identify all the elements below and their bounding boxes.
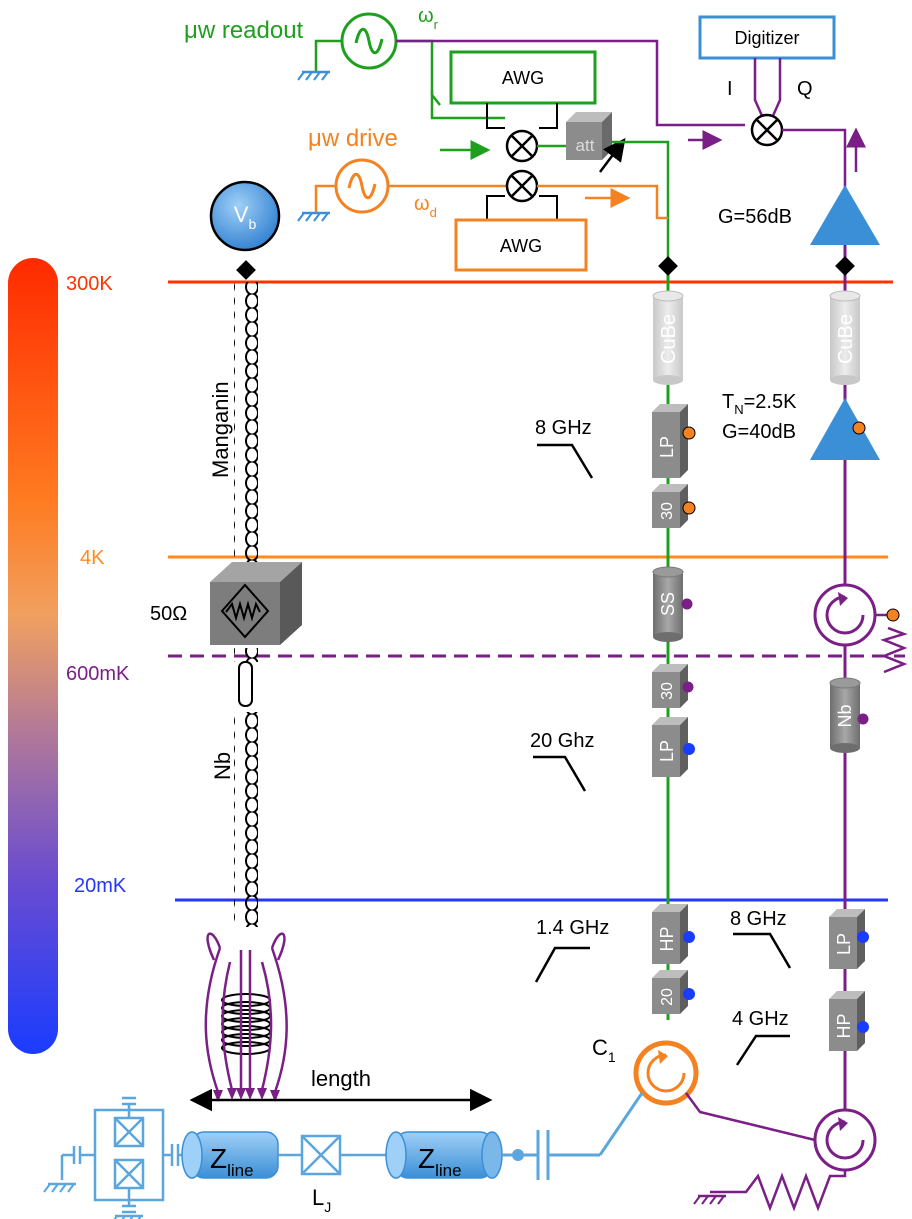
drive-att-20-label: 20 xyxy=(659,988,676,1006)
drive-lp-8ghz-block-label: LP xyxy=(657,436,677,458)
hemt-gain-label: G=40dB xyxy=(722,421,796,443)
drive-thermalization-node xyxy=(658,256,678,276)
output-circulator xyxy=(813,1108,877,1172)
lowpass-symbol-20ghz xyxy=(533,755,587,792)
manganin-label: Manganin xyxy=(208,381,233,478)
drive-cube-cable xyxy=(652,290,684,385)
output-isolator xyxy=(813,583,908,674)
drive-att-30-upper-label: 30 xyxy=(659,502,676,520)
drive-hp-1p4ghz-label: 1.4 GHz xyxy=(536,917,609,939)
drive-hp-1p4ghz-block xyxy=(652,904,695,964)
resistor-50-ohm-label: 50Ω xyxy=(150,603,187,625)
awg-top-box xyxy=(449,50,597,105)
output-hp-block-label: HP xyxy=(834,1013,854,1038)
digitizer-box xyxy=(698,15,836,60)
variable-attenuator xyxy=(566,112,626,173)
iq-mixer xyxy=(750,113,784,147)
circulator-c1-label: C1 xyxy=(592,1035,616,1065)
awg-bottom-box xyxy=(454,218,588,272)
output-lp-8ghz-label: 8 GHz xyxy=(730,908,787,930)
length-label: length xyxy=(311,1066,371,1091)
vb-label: Vb xyxy=(234,202,257,232)
awg-bottom-label: AWG xyxy=(500,236,542,256)
output-cube-label: CuBe xyxy=(835,314,857,364)
highpass-symbol-output xyxy=(735,1034,790,1066)
drive-mixer xyxy=(505,169,539,203)
output-nb-label: Nb xyxy=(835,704,855,727)
att-label: att xyxy=(576,136,595,155)
output-nb-cable xyxy=(829,677,869,753)
drive-ss-cable xyxy=(652,566,693,642)
output-lp-block-label: LP xyxy=(834,933,854,955)
drive-cube-label: CuBe xyxy=(658,314,680,364)
temperature-gradient-bar xyxy=(8,258,58,1054)
readout-source xyxy=(296,12,398,82)
drive-att-30-lower-label: 30 xyxy=(659,682,676,700)
stage-label-4k: 4K xyxy=(80,547,105,569)
stage-label-20mk: 20mK xyxy=(74,875,127,897)
q-label: Q xyxy=(797,78,813,100)
output-thermalization-node xyxy=(835,256,855,276)
omega-d-label: ωd xyxy=(414,193,437,220)
lowpass-symbol-output xyxy=(733,932,792,969)
drive-label: μw drive xyxy=(308,125,398,152)
junction-lj-label: LJ xyxy=(312,1185,331,1215)
coupling-capacitor xyxy=(502,1092,644,1180)
drive-att-20 xyxy=(652,970,695,1014)
drive-ss-label: SS xyxy=(658,592,678,616)
nb-twisted-pair xyxy=(234,712,258,927)
output-lp-8ghz-block xyxy=(829,909,869,969)
circulator-c1 xyxy=(633,1040,699,1106)
highpass-symbol-1p4ghz xyxy=(534,946,590,983)
output-cube-cable xyxy=(829,290,861,385)
transmission-line-left xyxy=(181,1131,279,1179)
transmission-line-right xyxy=(385,1131,503,1179)
flux-field-lines xyxy=(204,932,288,1093)
i-label: I xyxy=(727,78,733,100)
gain-56-label: G=56dB xyxy=(718,206,792,228)
vb-source xyxy=(209,180,281,252)
stage-label-600mk: 600mK xyxy=(66,663,130,685)
drive-att-30-upper xyxy=(652,484,696,528)
drive-lp-8ghz-label: 8 GHz xyxy=(535,417,592,439)
readout-label: μw readout xyxy=(184,17,304,44)
hemt-tn-label: TN=2.5K xyxy=(722,391,797,417)
resistor-50-ohm-block xyxy=(210,562,302,645)
drive-lp-20ghz-block-label: LP xyxy=(657,740,677,762)
hemt-amplifier xyxy=(810,398,880,460)
omega-r-label: ωr xyxy=(418,5,439,32)
junction-lj xyxy=(300,1134,342,1176)
drive-hp-block-label: HP xyxy=(657,926,677,951)
zline-right-label: Zline xyxy=(418,1143,462,1180)
digitizer-label: Digitizer xyxy=(734,28,799,48)
zline-left-label: Zline xyxy=(210,1143,254,1180)
manganin-twisted-pair xyxy=(234,282,258,572)
drive-lp-20ghz-label: 20 Ghz xyxy=(530,730,594,752)
drive-att-30-lower xyxy=(652,664,694,708)
awg-top-label: AWG xyxy=(502,68,544,88)
flux-bias-coil xyxy=(221,993,271,1055)
drive-source xyxy=(296,158,390,223)
lowpass-symbol-8ghz xyxy=(537,443,594,479)
bias-connector xyxy=(238,661,253,707)
squid-circuit xyxy=(60,1096,192,1214)
drive-lp-8ghz-block xyxy=(652,404,696,478)
stage-label-300k: 300K xyxy=(66,273,113,295)
drive-lp-20ghz-block xyxy=(652,717,695,777)
nb-bias-label: Nb xyxy=(210,752,235,780)
output-hp-4ghz-block xyxy=(829,991,869,1051)
output-hp-4ghz-label: 4 GHz xyxy=(732,1008,789,1030)
room-temp-amplifier xyxy=(810,185,880,245)
readout-mixer xyxy=(505,129,539,163)
bias-thermalization-node xyxy=(236,260,256,280)
